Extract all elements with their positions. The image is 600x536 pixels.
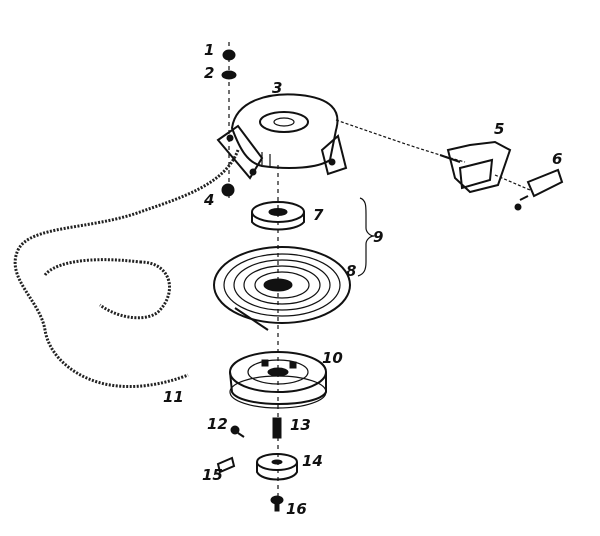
cable-end <box>494 174 531 191</box>
part-16-screw <box>270 495 284 512</box>
part-8-spring <box>213 246 351 331</box>
label-14: 14 <box>302 452 323 470</box>
group-bracket-9 <box>357 197 375 277</box>
part-11-rope-loop-top <box>43 258 141 277</box>
part-1-nut <box>222 49 236 61</box>
part-11-rope-loop <box>99 260 171 320</box>
part-5-lever-bracket <box>439 140 512 194</box>
part-4-nut <box>221 183 235 197</box>
part-10-pulley <box>229 351 327 409</box>
label-1: 1 <box>204 41 214 59</box>
part-12-pin <box>230 425 245 438</box>
part-6-clip <box>514 168 564 211</box>
label-9: 9 <box>373 228 383 246</box>
label-13: 13 <box>290 416 311 434</box>
label-5: 5 <box>494 120 504 138</box>
control-cable <box>335 119 466 163</box>
label-16: 16 <box>286 500 307 518</box>
label-3: 3 <box>272 79 282 97</box>
label-7: 7 <box>313 206 324 224</box>
label-8: 8 <box>346 262 356 280</box>
label-4: 4 <box>203 191 214 209</box>
label-10: 10 <box>322 349 343 367</box>
part-7-retainer <box>251 201 305 231</box>
part-2-washer <box>221 70 237 80</box>
label-12: 12 <box>207 415 228 433</box>
label-15: 15 <box>202 466 223 484</box>
label-11: 11 <box>163 388 184 406</box>
part-14-pawl-holder <box>256 453 298 481</box>
part-11-rope <box>13 149 240 389</box>
part-13-spring <box>272 417 282 439</box>
part-3-housing <box>216 93 348 180</box>
label-2: 2 <box>204 64 214 82</box>
label-6: 6 <box>552 150 562 168</box>
part-15-pawl <box>216 456 236 474</box>
